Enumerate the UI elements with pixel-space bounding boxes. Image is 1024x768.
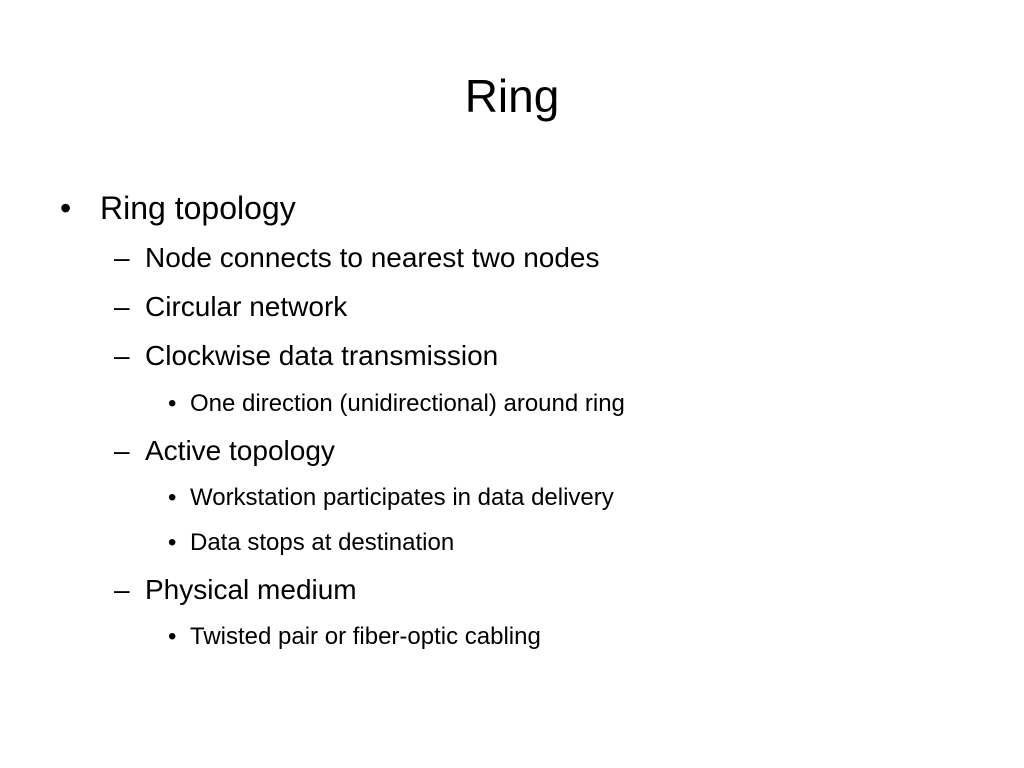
dash-marker: – (114, 340, 130, 371)
dash-marker: – (114, 291, 130, 322)
sub-bullet-text: Node connects to nearest two nodes (145, 242, 600, 273)
dash-marker: – (114, 435, 130, 466)
bullet-text: Ring topology (100, 190, 296, 226)
bullet-marker: • (168, 623, 177, 650)
sub-bullet-text: Clockwise data transmission (145, 340, 499, 371)
sub-bullet-text: Active topology (145, 435, 335, 466)
sub-sub-bullet-text: Workstation participates in data deliver… (190, 484, 614, 511)
sub-sub-bullet-text: Data stops at destination (190, 529, 455, 556)
bullet-marker: • (60, 190, 72, 226)
slide-title: Ring (464, 70, 560, 122)
sub-bullet-text: Physical medium (145, 574, 357, 605)
bullet-marker: • (168, 529, 177, 556)
sub-sub-bullet-text: One direction (unidirectional) around ri… (190, 390, 625, 417)
bullet-marker: • (168, 484, 177, 511)
dash-marker: – (114, 574, 130, 605)
sub-bullet-text: Circular network (145, 291, 348, 322)
dash-marker: – (114, 242, 130, 273)
sub-sub-bullet-text: Twisted pair or fiber-optic cabling (190, 623, 541, 650)
bullet-marker: • (168, 390, 177, 417)
